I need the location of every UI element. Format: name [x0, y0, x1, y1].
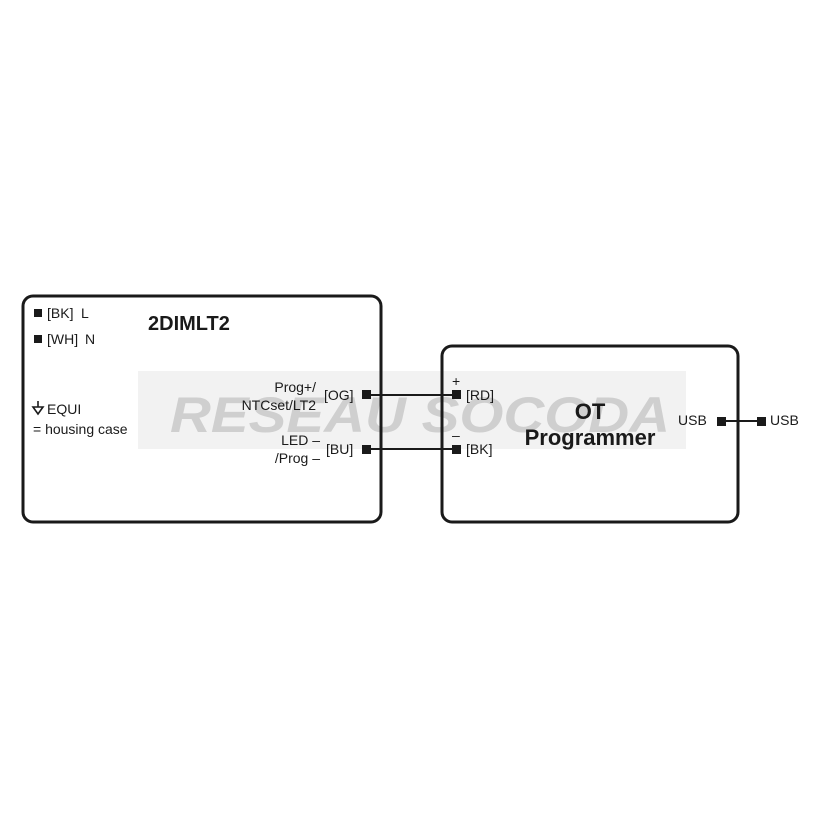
- terminal-bu-marker: [362, 445, 371, 454]
- legend-bk-code: [BK]: [47, 305, 73, 321]
- terminal-bk-polarity: –: [452, 427, 460, 443]
- device-2dimlt2-title: 2DIMLT2: [148, 313, 230, 335]
- terminal-rd-marker: [452, 390, 461, 399]
- ground-icon: [31, 401, 45, 416]
- equi-label: EQUI: [47, 401, 81, 417]
- usb-outside-marker: [757, 417, 766, 426]
- watermark: RESEAU SOCODA: [138, 371, 686, 449]
- terminal-bu-name-2: /Prog –: [275, 450, 320, 466]
- usb-inside-label: USB: [678, 412, 707, 428]
- device-ot-programmer-box: [440, 344, 740, 524]
- device-2dimlt2-box: [21, 294, 383, 524]
- terminal-bu-name-1: LED –: [281, 432, 320, 448]
- terminal-bk-marker: [452, 445, 461, 454]
- terminal-og-name-1: Prog+/: [274, 379, 316, 395]
- legend-wh-meaning: N: [85, 331, 95, 347]
- watermark-text: RESEAU SOCODA: [170, 387, 670, 443]
- terminal-og-code: [OG]: [324, 387, 354, 403]
- usb-inside-marker: [717, 417, 726, 426]
- terminal-og-marker: [362, 390, 371, 399]
- terminal-bu-code: [BU]: [326, 441, 353, 457]
- terminal-rd-polarity: +: [452, 373, 460, 389]
- device-ot-title-2: Programmer: [525, 425, 656, 450]
- device-ot-title-1: OT: [575, 399, 606, 424]
- terminal-og-name-2: NTCset/LT2: [242, 397, 317, 413]
- watermark-band: [138, 371, 686, 449]
- legend-wh-code: [WH]: [47, 331, 78, 347]
- equi-note: = housing case: [33, 421, 128, 437]
- legend-wh-marker: [34, 335, 42, 343]
- terminal-bk-code: [BK]: [466, 441, 492, 457]
- legend-bk-marker: [34, 309, 42, 317]
- usb-outside-label: USB: [770, 412, 799, 428]
- terminal-rd-code: [RD]: [466, 387, 494, 403]
- legend-bk-meaning: L: [81, 305, 89, 321]
